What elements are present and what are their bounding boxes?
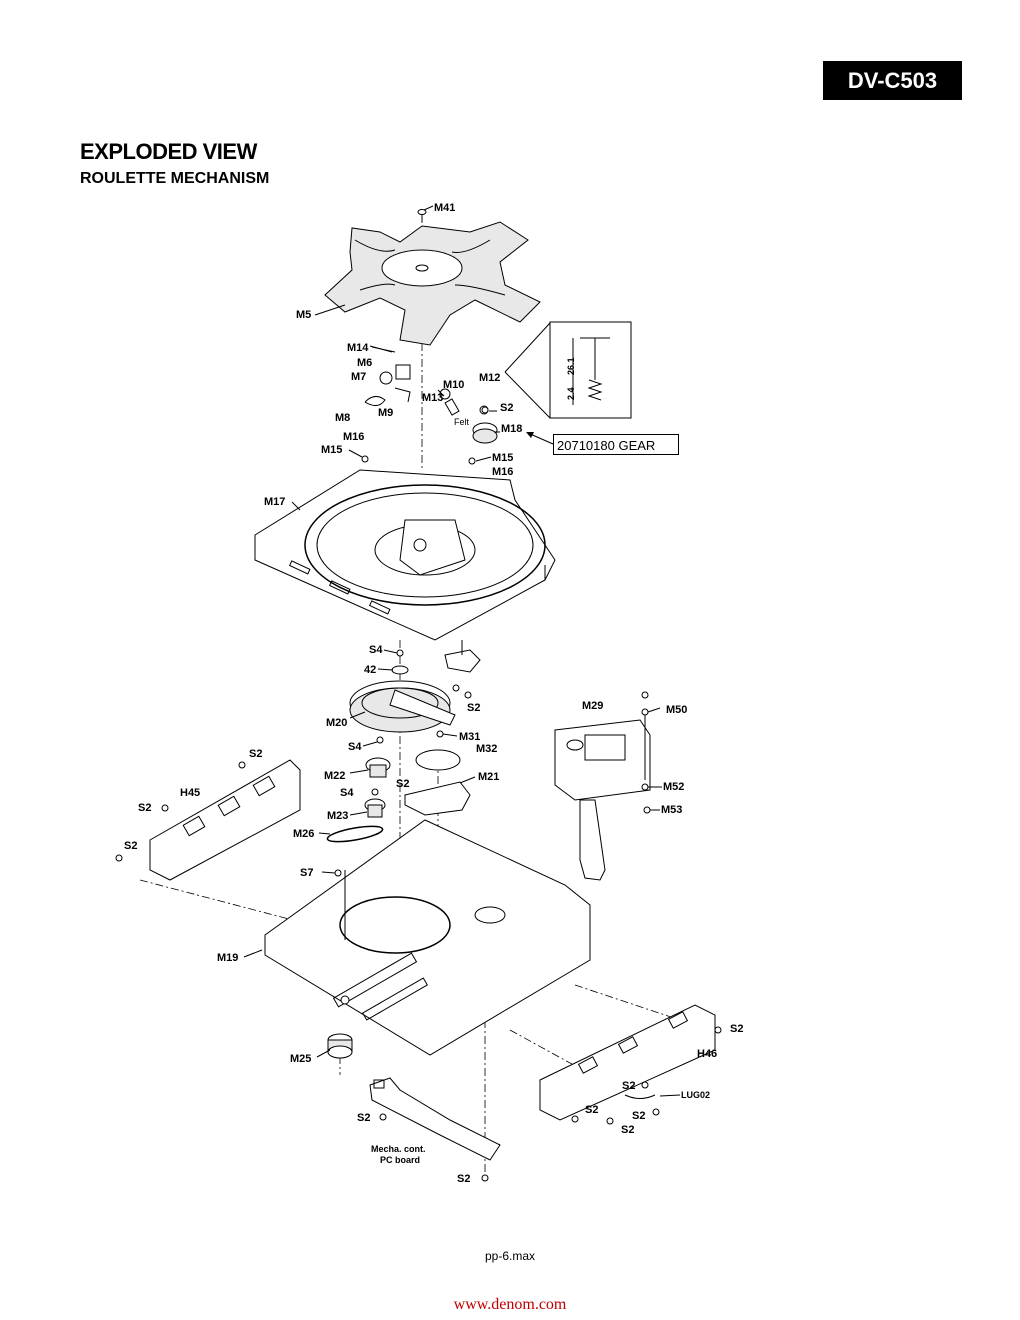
label-m20: M20: [326, 717, 347, 729]
label-s2-k: S2: [357, 1112, 370, 1124]
label-m52: M52: [663, 781, 684, 793]
label-s2-h: S2: [622, 1080, 635, 1092]
label-m16-a: M16: [343, 431, 364, 443]
label-s2-k2: S2: [621, 1124, 634, 1136]
label-m17: M17: [264, 496, 285, 508]
bracket-h46: [539, 1004, 716, 1121]
main-gear-m20: [349, 680, 456, 733]
label-m12: M12: [479, 372, 500, 384]
label-s2-g: S2: [730, 1023, 743, 1035]
gears-m10-m13: [439, 388, 489, 416]
label-m26: M26: [293, 828, 314, 840]
page-title: EXPLODED VIEW: [80, 139, 257, 164]
label-m29: M29: [582, 700, 603, 712]
label-s4-c: S4: [340, 787, 354, 799]
label-s2-e: S2: [138, 802, 151, 814]
label-s2-c: S2: [249, 748, 262, 760]
mecha-pc-board: [369, 1077, 501, 1161]
gear-m18: [472, 422, 498, 444]
gear-callout-arrow: [526, 432, 554, 445]
label-m10: M10: [443, 379, 464, 391]
screws: [115, 406, 722, 1182]
label-m50: M50: [666, 704, 687, 716]
model-badge: DV-C503: [823, 61, 962, 100]
page-subtitle: ROULETTE MECHANISM: [80, 170, 270, 187]
label-m25: M25: [290, 1053, 311, 1065]
screw-m41: [417, 209, 427, 222]
label-m32: M32: [476, 743, 497, 755]
label-s2-a: S2: [500, 402, 513, 414]
label-m9: M9: [378, 407, 393, 419]
label-m21: M21: [478, 771, 499, 783]
footer-filename: pp-6.max: [484, 1249, 536, 1263]
label-s4-a: S4: [369, 644, 383, 656]
label-m19: M19: [217, 952, 238, 964]
footer-url[interactable]: www.denom.com: [453, 1296, 567, 1313]
label-m22: M22: [324, 770, 345, 782]
gear-stack-m22-m23: [326, 757, 391, 843]
label-s2-b: S2: [467, 702, 480, 714]
label-lug02: LUG02: [681, 1090, 710, 1100]
label-s7: S7: [300, 867, 313, 879]
label-m15-a: M15: [321, 444, 342, 456]
small-parts-cluster: [364, 345, 411, 406]
leader-lines: [243, 205, 681, 1097]
label-h46: H46: [697, 1048, 717, 1060]
label-m5: M5: [296, 309, 311, 321]
label-m41: M41: [434, 202, 455, 214]
label-pc-board: PC board: [380, 1155, 420, 1165]
label-felt: Felt: [454, 417, 470, 427]
label-m7: M7: [351, 371, 366, 383]
label-m23: M23: [327, 810, 348, 822]
label-42: 42: [364, 664, 376, 676]
pickup-m29: [554, 715, 651, 881]
spring-detail-inset: 26.1 2.4: [504, 321, 632, 419]
chassis-m19: [264, 819, 591, 1056]
label-m18: M18: [501, 423, 522, 435]
label-m15-b: M15: [492, 452, 513, 464]
svg-text:26.1: 26.1: [566, 357, 576, 375]
tray-bracket: [444, 640, 481, 673]
foot-m25: [327, 1033, 353, 1059]
label-m6: M6: [357, 357, 372, 369]
label-s2-j: S2: [632, 1110, 645, 1122]
label-m31: M31: [459, 731, 480, 743]
label-s2-l: S2: [457, 1173, 470, 1185]
label-h45: H45: [180, 787, 200, 799]
gear-callout-box: 20710180 GEAR: [553, 434, 679, 455]
bracket-h45: [149, 759, 301, 881]
label-s2-d: S2: [396, 778, 409, 790]
label-m14: M14: [347, 342, 369, 354]
label-mecha-cont: Mecha. cont.: [371, 1144, 426, 1154]
label-m16-b: M16: [492, 466, 513, 478]
roulette-tray-m5: [324, 221, 541, 346]
cam-m21-m32: [404, 749, 471, 816]
label-m53: M53: [661, 804, 682, 816]
label-m13: M13: [422, 392, 443, 404]
label-s4-b: S4: [348, 741, 362, 753]
label-s2-f: S2: [124, 840, 137, 852]
label-m8: M8: [335, 412, 350, 424]
label-s2-i: S2: [585, 1104, 598, 1116]
svg-text:2.4: 2.4: [566, 387, 576, 400]
tray-base-m17: [254, 469, 556, 641]
